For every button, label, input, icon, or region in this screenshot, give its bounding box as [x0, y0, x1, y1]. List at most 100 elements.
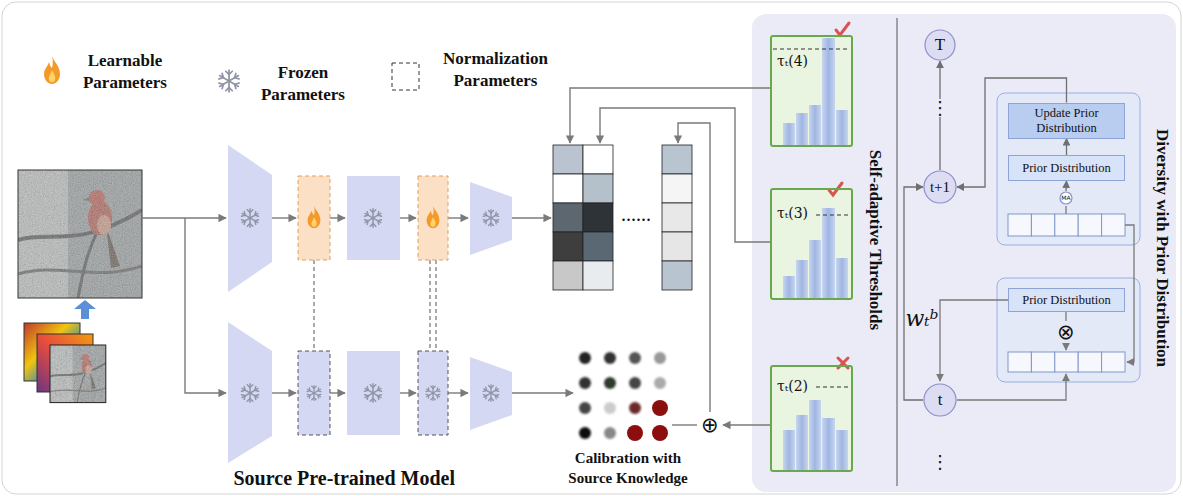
source-model — [347, 176, 400, 260]
source-knowledge-dots — [627, 425, 643, 441]
model-wires — [185, 218, 226, 393]
threshold-wires — [600, 108, 770, 242]
circle-outline — [924, 171, 956, 203]
threshold-histograms — [770, 23, 853, 472]
ellipsis: ⋮ — [931, 99, 949, 117]
ellipsis: ...... — [621, 203, 651, 226]
threshold-histograms — [816, 387, 850, 388]
node-text: τₜ(2) — [777, 378, 808, 394]
prior-distribution-panel — [1102, 352, 1125, 372]
source-knowledge-dots — [629, 402, 641, 414]
prior-distribution-panel — [1008, 214, 1031, 236]
model-wires — [512, 392, 573, 393]
weight-symbol: wₜᵇ — [906, 306, 939, 331]
legend-text: Learnable Parameters — [83, 51, 167, 92]
source-knowledge-dots — [579, 377, 591, 389]
prior-box: Prior Distribution — [1008, 155, 1125, 181]
threshold-histograms — [836, 110, 848, 145]
threshold-histograms — [770, 365, 853, 472]
source-knowledge-dots — [629, 377, 641, 389]
threshold-box: τₜ(3) — [770, 188, 853, 300]
model-wires — [314, 260, 436, 351]
circle-outline — [1060, 192, 1072, 204]
pseudo-label-matrix — [553, 174, 583, 203]
legend-item: Learnable Parameters — [68, 50, 182, 94]
source-model — [418, 351, 448, 435]
threshold-histograms — [822, 208, 835, 298]
source-knowledge-dots — [579, 427, 591, 439]
source-model — [427, 206, 440, 228]
pseudo-label-matrix — [662, 232, 692, 261]
source-knowledge-dots — [654, 352, 666, 364]
legend-icons — [219, 70, 239, 92]
threshold-histograms — [783, 430, 795, 470]
node-text: T — [935, 35, 945, 55]
source-model — [241, 209, 258, 227]
pseudo-label-matrix — [583, 174, 613, 203]
prior-distribution-panel — [997, 278, 1140, 382]
connector-arrow — [1065, 181, 1067, 191]
source-model — [418, 176, 448, 260]
threshold-histograms — [829, 23, 849, 368]
prior-distribution-panel — [1078, 214, 1101, 236]
moving-average-circle: MA — [1059, 191, 1073, 205]
threshold-histograms — [770, 35, 853, 147]
model-wires — [400, 392, 416, 393]
model-wires — [400, 217, 416, 218]
model-wires — [448, 217, 468, 218]
source-model — [298, 176, 330, 260]
input-images — [18, 170, 142, 298]
prior-distribution-panel — [1125, 225, 1134, 362]
threshold-histograms — [809, 240, 821, 298]
source-model — [228, 145, 512, 463]
pseudo-label-matrix — [583, 203, 613, 232]
prior-distribution-panel — [1065, 312, 1066, 321]
source-knowledge-dots — [604, 377, 616, 389]
prior-distribution-panel — [1055, 214, 1078, 236]
model-wires — [512, 217, 551, 218]
threshold-histograms — [783, 123, 795, 145]
node-text: Prior Distribution — [1022, 161, 1111, 176]
threshold-histograms — [783, 276, 795, 298]
panel-title: Calibration with Source Knowledge — [553, 448, 703, 489]
source-knowledge-dots — [579, 352, 666, 439]
source-knowledge-dots — [604, 427, 616, 439]
ellipsis: ⋮ — [931, 453, 949, 471]
input-images — [18, 170, 142, 298]
node-text: τₜ(4) — [777, 53, 808, 69]
source-model — [308, 206, 321, 228]
threshold-histograms — [770, 188, 853, 300]
threshold-wires — [672, 424, 697, 425]
prior-distribution-panel — [1065, 206, 1066, 214]
legend-text: Normalization Parameters — [443, 49, 548, 90]
circle-outline — [925, 30, 955, 60]
pseudo-label-matrix — [583, 261, 613, 290]
threshold-wires — [723, 424, 770, 425]
node-text: Prior Distribution — [1022, 293, 1111, 308]
source-knowledge-dots — [654, 377, 666, 389]
connector-arrow — [1066, 139, 1067, 156]
input-images — [74, 300, 96, 319]
source-model — [483, 210, 499, 227]
prior-distribution-panel — [1031, 214, 1054, 236]
pseudo-label-matrix — [662, 145, 692, 174]
prior-distribution-panel — [997, 93, 1140, 245]
sum-symbol: ⊕ — [701, 413, 719, 437]
node-text: τₜ(3) — [777, 205, 808, 221]
panel-divider — [897, 18, 898, 486]
threshold-wires — [570, 88, 770, 425]
threshold-histograms — [773, 49, 850, 387]
legend-icons — [392, 63, 419, 90]
source-knowledge-dots — [652, 400, 668, 416]
source-knowledge-dots — [604, 352, 616, 364]
threshold-histograms — [773, 49, 850, 50]
pseudo-label-matrix — [553, 145, 692, 290]
model-wires — [272, 217, 296, 218]
threshold-box: τₜ(4) — [770, 35, 853, 147]
prior-distribution-panel — [957, 374, 1066, 400]
source-model — [364, 209, 381, 227]
source-knowledge-dots — [652, 425, 668, 441]
source-knowledge-dots — [629, 352, 641, 364]
time-step-circle: t — [923, 383, 957, 417]
